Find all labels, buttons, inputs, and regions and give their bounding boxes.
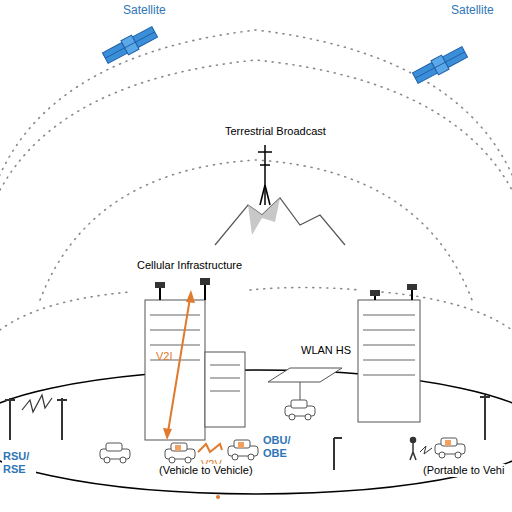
satellite-label: Satellite bbox=[450, 4, 495, 17]
v2i-label: V2I bbox=[155, 350, 174, 363]
cellular-label: Cellular Infrastructure bbox=[136, 259, 243, 272]
obu-label: OBU/ OBE bbox=[262, 434, 296, 460]
broadcast-label: Terrestrial Broadcast bbox=[224, 125, 327, 138]
v2v-caption: (Vehicle to Vehicle) bbox=[158, 464, 254, 477]
p2v-caption: (Portable to Vehi bbox=[422, 464, 505, 477]
wlan-label: WLAN HS bbox=[300, 344, 352, 357]
satellite-label: Satellite bbox=[122, 4, 167, 17]
rsu-label: RSU/ RSE bbox=[2, 450, 36, 476]
